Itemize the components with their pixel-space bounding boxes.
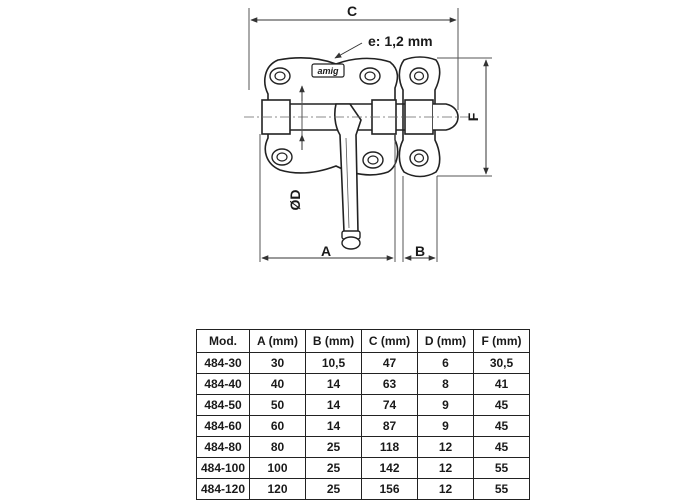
dimension-f: F — [437, 57, 492, 177]
cell-a: 30 — [249, 352, 306, 374]
dimension-c: C — [248, 3, 459, 110]
cell-d: 6 — [417, 352, 474, 374]
cell-b: 25 — [305, 457, 362, 479]
header-model: Mod. — [196, 329, 250, 353]
dimension-d-label: ØD — [287, 190, 303, 211]
bolt — [261, 99, 459, 250]
header-a: A (mm) — [249, 329, 306, 353]
cell-b: 25 — [305, 436, 362, 458]
keeper-hole-top — [409, 67, 429, 85]
technical-drawing: C e: 1,2 mm amig — [244, 3, 492, 262]
table-row: 484-60 60 14 87 9 45 — [196, 415, 530, 437]
cell-b: 14 — [305, 415, 362, 437]
header-f: F (mm) — [473, 329, 530, 353]
cell-d: 12 — [417, 436, 474, 458]
table-row: 484-80 80 25 118 12 45 — [196, 436, 530, 458]
table-row: 484-40 40 14 63 8 41 — [196, 373, 530, 395]
cell-a: 80 — [249, 436, 306, 458]
brand-logo: amig — [311, 63, 345, 78]
dimension-f-label: F — [465, 112, 481, 121]
cell-d: 12 — [417, 457, 474, 479]
cell-a: 60 — [249, 415, 306, 437]
dimension-c-label: C — [347, 3, 357, 19]
cell-model: 484-50 — [196, 394, 250, 416]
cell-b: 10,5 — [305, 352, 362, 374]
brand-logo-text: amig — [317, 66, 339, 76]
cell-b: 14 — [305, 373, 362, 395]
cell-c: 47 — [361, 352, 418, 374]
cell-f: 45 — [473, 394, 530, 416]
thickness-callout: e: 1,2 mm — [334, 33, 433, 59]
cell-model: 484-40 — [196, 373, 250, 395]
dimension-d: ØD — [287, 85, 305, 211]
cell-model: 484-60 — [196, 415, 250, 437]
screw-hole-bottom-right — [362, 151, 384, 169]
cell-c: 74 — [361, 394, 418, 416]
cell-model: 484-120 — [196, 478, 250, 500]
cell-c: 156 — [361, 478, 418, 500]
keeper-hole-bottom — [409, 149, 429, 167]
table-row: 484-100 100 25 142 12 55 — [196, 457, 530, 479]
base-plate: amig — [264, 57, 399, 176]
cell-d: 12 — [417, 478, 474, 500]
cell-a: 50 — [249, 394, 306, 416]
cell-model: 484-80 — [196, 436, 250, 458]
cell-b: 14 — [305, 394, 362, 416]
cell-f: 55 — [473, 457, 530, 479]
cell-f: 45 — [473, 436, 530, 458]
table-row: 484-120 120 25 156 12 55 — [196, 478, 530, 500]
screw-hole-bottom-left — [271, 148, 293, 166]
cell-a: 40 — [249, 373, 306, 395]
specification-table: Mod. A (mm) B (mm) C (mm) D (mm) F (mm) … — [196, 329, 530, 500]
cell-f: 55 — [473, 478, 530, 500]
table-row: 484-50 50 14 74 9 45 — [196, 394, 530, 416]
cell-c: 118 — [361, 436, 418, 458]
cell-b: 25 — [305, 478, 362, 500]
cell-a: 120 — [249, 478, 306, 500]
cell-c: 87 — [361, 415, 418, 437]
thickness-label: e: 1,2 mm — [368, 33, 433, 49]
header-c: C (mm) — [361, 329, 418, 353]
header-b: B (mm) — [305, 329, 362, 353]
dimension-b: B — [402, 176, 438, 262]
table-row: 484-30 30 10,5 47 6 30,5 — [196, 352, 530, 374]
dimension-b-label: B — [415, 243, 425, 259]
cell-model: 484-30 — [196, 352, 250, 374]
cell-f: 30,5 — [473, 352, 530, 374]
cell-c: 63 — [361, 373, 418, 395]
header-d: D (mm) — [417, 329, 474, 353]
dimension-a: A — [259, 134, 396, 262]
table-header-row: Mod. A (mm) B (mm) C (mm) D (mm) F (mm) — [196, 329, 530, 353]
cell-f: 41 — [473, 373, 530, 395]
cell-d: 8 — [417, 373, 474, 395]
cell-a: 100 — [249, 457, 306, 479]
screw-hole-top-left — [269, 67, 291, 85]
cell-model: 484-100 — [196, 457, 250, 479]
cell-c: 142 — [361, 457, 418, 479]
cell-d: 9 — [417, 415, 474, 437]
screw-hole-top-right — [359, 67, 381, 85]
cell-d: 9 — [417, 394, 474, 416]
cell-f: 45 — [473, 415, 530, 437]
dimension-a-label: A — [321, 243, 331, 259]
